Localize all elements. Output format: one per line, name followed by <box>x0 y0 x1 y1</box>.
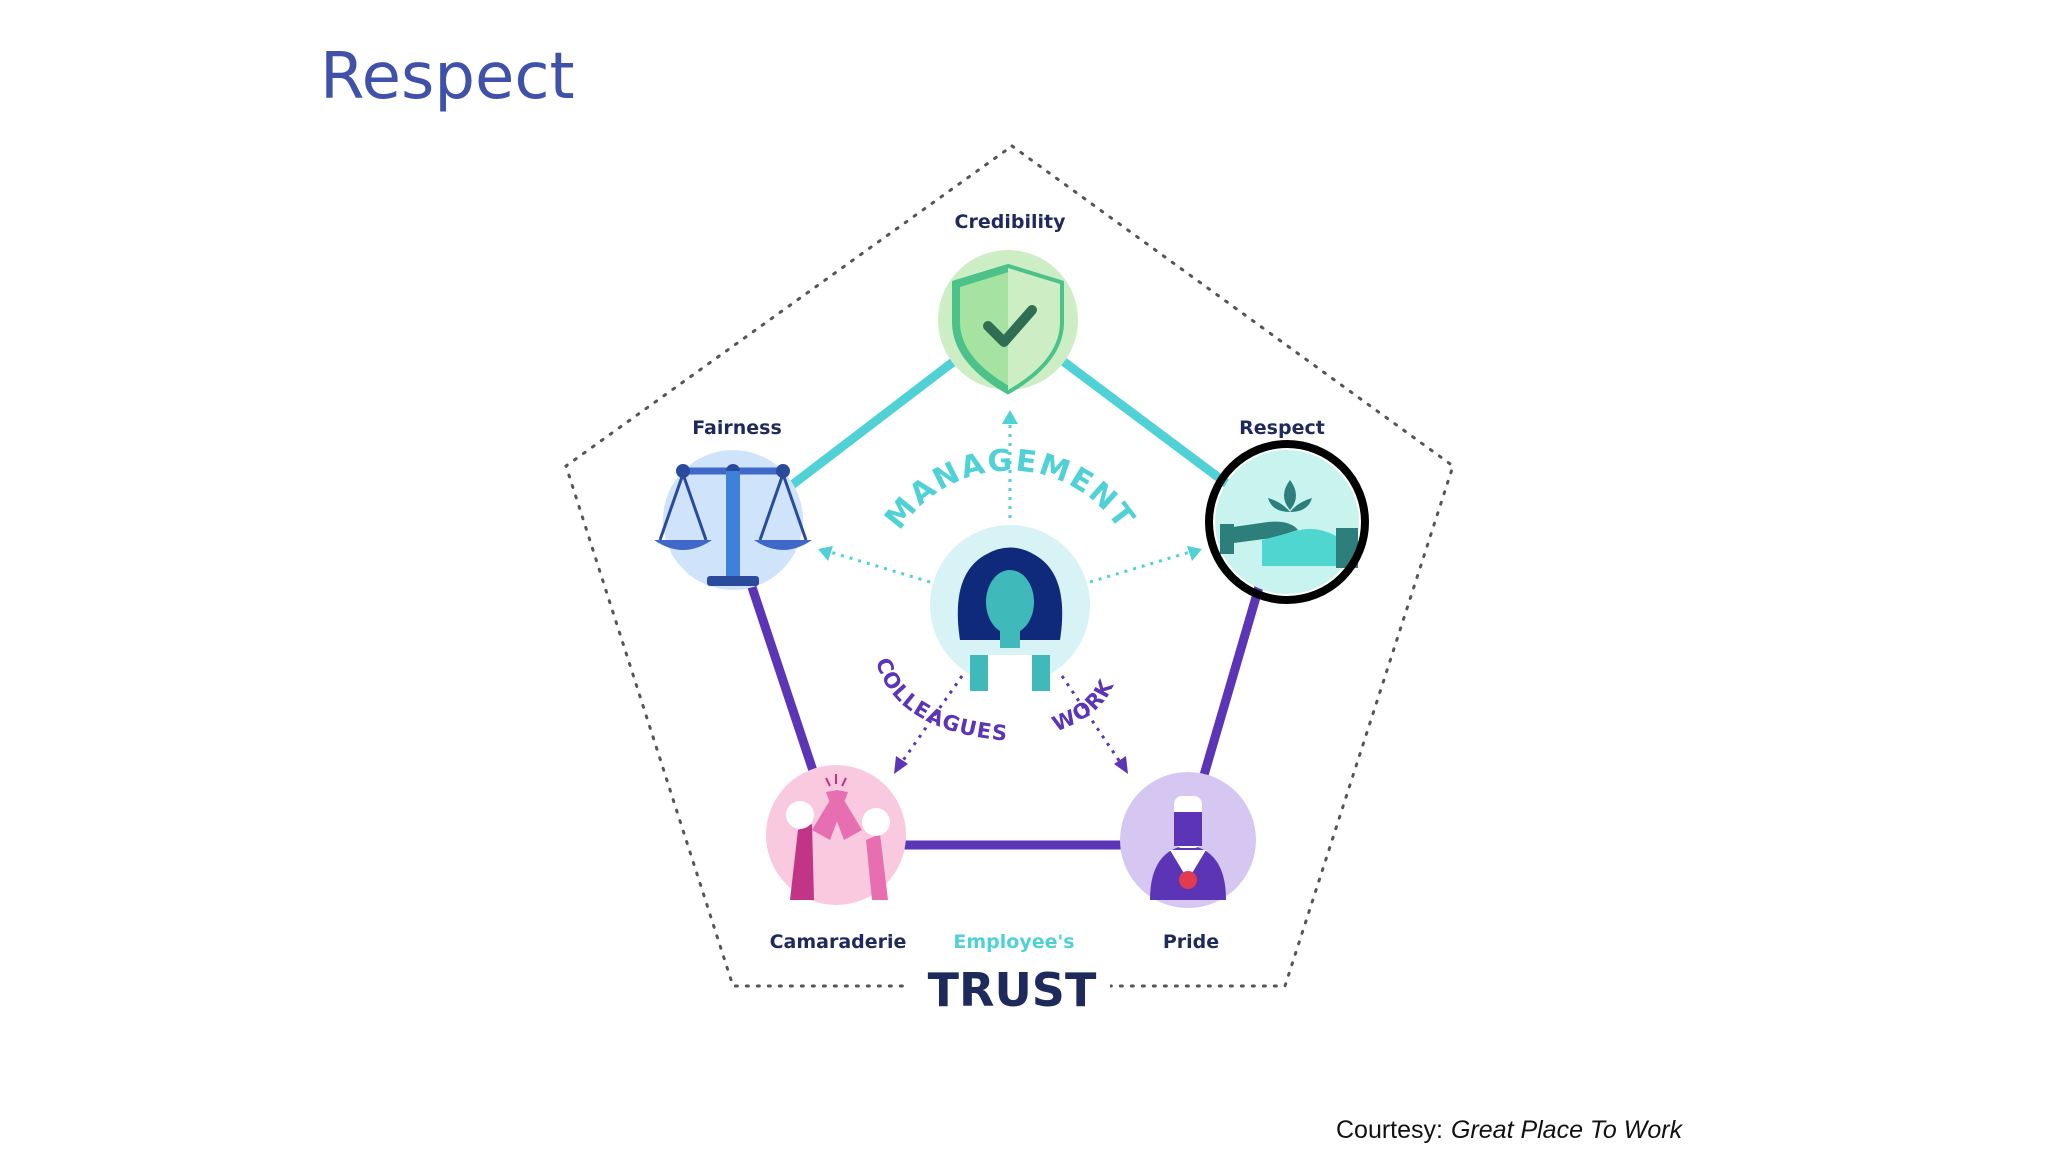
label-employees: Employee's <box>953 931 1074 953</box>
scales-icon <box>654 464 812 586</box>
medal-person-icon <box>1150 796 1226 900</box>
courtesy-credit: Courtesy:Great Place To Work <box>1336 1116 1682 1145</box>
courtesy-label: Courtesy: <box>1336 1116 1443 1144</box>
slide-title: Respect <box>320 40 575 114</box>
hands-icon <box>1220 521 1358 568</box>
courtesy-source: Great Place To Work <box>1450 1116 1683 1144</box>
node-fairness <box>654 450 812 590</box>
label-pride: Pride <box>1163 931 1219 953</box>
label-work: WORK <box>1049 675 1119 736</box>
trust-gap <box>905 965 1110 1015</box>
node-respect <box>1205 440 1369 604</box>
label-camaraderie: Camaraderie <box>770 931 907 953</box>
colleague-work-arrowheads <box>894 756 1128 774</box>
label-trust: TRUST <box>928 963 1097 1017</box>
node-credibility <box>938 250 1078 395</box>
node-pride <box>1120 772 1256 908</box>
management-arrowheads <box>818 410 1202 561</box>
node-camaraderie <box>766 765 906 905</box>
label-credibility: Credibility <box>955 211 1067 233</box>
lotus-icon <box>1268 480 1312 512</box>
node-management <box>930 525 1090 691</box>
highlight-ring <box>1205 440 1369 604</box>
high-five-icon <box>786 774 890 900</box>
check-icon <box>983 305 1037 347</box>
manager-icon <box>957 547 1063 691</box>
label-fairness: Fairness <box>692 417 782 439</box>
label-respect: Respect <box>1239 417 1325 439</box>
management-arrows <box>829 420 1191 584</box>
